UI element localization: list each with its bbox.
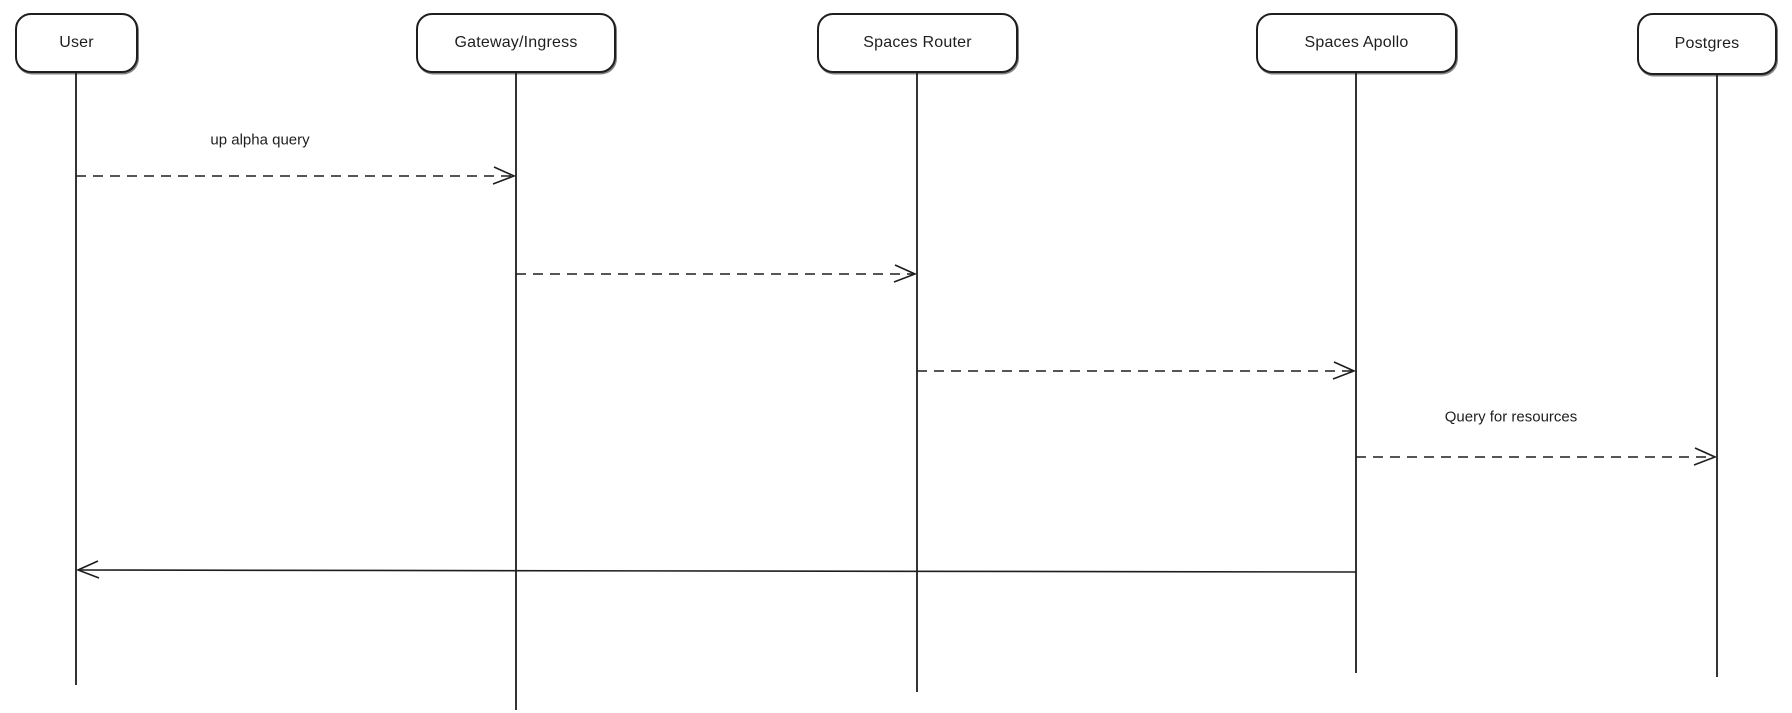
- message-arrowhead-icon-4: [75, 560, 100, 579]
- message-label-0: up alpha query: [210, 131, 310, 149]
- message-line-4: [77, 569, 1357, 573]
- actor-box-spaces-apollo: Spaces Apollo: [1256, 13, 1457, 73]
- message-arrowhead-icon-0: [492, 166, 517, 185]
- message-arrowhead-icon-2: [1332, 361, 1357, 380]
- message-arrowhead-icon-3: [1693, 447, 1718, 466]
- actor-label-user: User: [59, 34, 94, 51]
- actor-label-postgres: Postgres: [1674, 35, 1740, 52]
- actor-box-gateway: Gateway/Ingress: [416, 13, 616, 73]
- actor-box-postgres: Postgres: [1637, 13, 1777, 75]
- message-arrowhead-icon-1: [893, 264, 918, 283]
- actor-label-spaces-apollo: Spaces Apollo: [1304, 34, 1409, 51]
- actor-box-spaces-router: Spaces Router: [817, 13, 1018, 73]
- actor-label-spaces-router: Spaces Router: [863, 34, 972, 51]
- actor-label-gateway: Gateway/Ingress: [454, 34, 578, 51]
- message-label-3: Query for resources: [1444, 408, 1578, 426]
- actor-box-user: User: [15, 13, 138, 73]
